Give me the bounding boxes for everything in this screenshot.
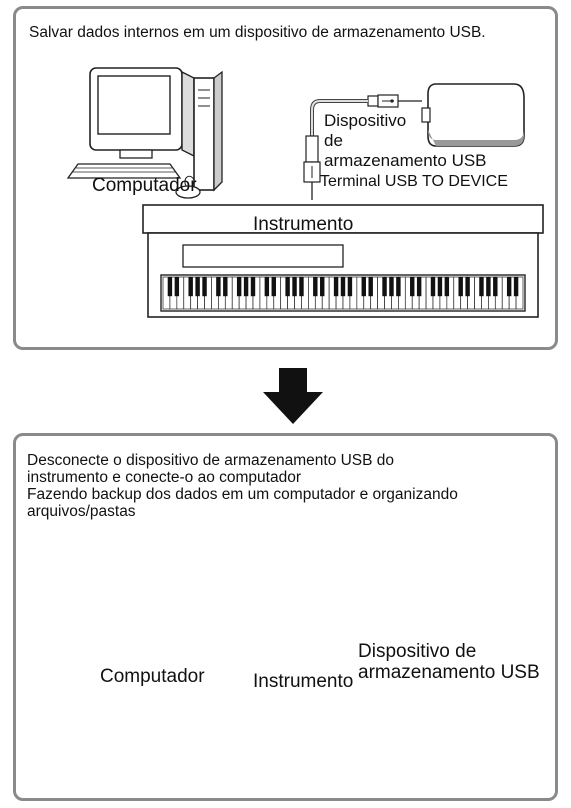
black-key	[506, 277, 512, 297]
terminal-label: Terminal USB TO DEVICE	[320, 173, 508, 190]
backup-to-computer-panel	[13, 433, 558, 801]
storage-label-line1: Dispositivo de	[358, 641, 477, 662]
black-key	[195, 277, 200, 297]
black-key	[437, 277, 443, 297]
down-arrow-icon	[263, 368, 323, 424]
backup-caption-line1: Desconecte o dispositivo de armazenament…	[27, 452, 395, 469]
black-key	[389, 277, 394, 297]
black-key	[513, 277, 519, 297]
black-key	[167, 277, 173, 297]
instrument-label: Instrumento	[253, 671, 354, 692]
black-key	[396, 277, 401, 297]
instrument-label: Instrumento	[253, 214, 354, 235]
storage-label-line3: armazenamento USB	[324, 151, 487, 170]
black-key	[236, 277, 242, 297]
black-key	[188, 277, 193, 297]
black-key	[313, 277, 318, 297]
black-key	[486, 277, 491, 297]
storage-label-line1: Dispositivo	[324, 111, 407, 130]
black-key	[493, 277, 498, 297]
black-key	[320, 277, 325, 297]
black-key	[299, 277, 304, 297]
black-key	[458, 277, 463, 297]
save-caption: Salvar dados internos em um dispositivo …	[29, 24, 486, 41]
usb-storage-icon	[421, 83, 525, 147]
black-key	[174, 277, 180, 297]
black-key	[410, 277, 415, 297]
black-key	[285, 277, 290, 297]
storage-label-line2: de	[324, 131, 343, 150]
black-key	[250, 277, 256, 297]
black-key	[271, 277, 276, 297]
black-key	[361, 277, 366, 297]
black-key	[340, 277, 346, 297]
black-key	[333, 277, 339, 297]
black-key	[243, 277, 249, 297]
black-key	[465, 277, 470, 297]
backup-caption-line2: instrumento e conecte-o ao computador	[27, 469, 301, 486]
black-key	[444, 277, 450, 297]
backup-caption-line3: Fazendo backup dos dados em um computado…	[27, 486, 458, 503]
black-key	[479, 277, 484, 297]
black-key	[216, 277, 221, 297]
usb-cable-1	[303, 94, 422, 200]
computer-label: Computador	[100, 666, 205, 687]
black-key	[347, 277, 353, 297]
black-key	[416, 277, 422, 297]
black-key	[202, 277, 207, 297]
black-key	[292, 277, 297, 297]
black-key	[368, 277, 373, 297]
computer-label: Computador	[92, 175, 197, 196]
black-key	[223, 277, 228, 297]
backup-caption-line4: arquivos/pastas	[27, 503, 136, 520]
piano-keyboard	[162, 276, 524, 310]
black-key	[430, 277, 436, 297]
black-key	[264, 277, 270, 297]
storage-label-line2: armazenamento USB	[358, 662, 540, 683]
black-key	[382, 277, 387, 297]
